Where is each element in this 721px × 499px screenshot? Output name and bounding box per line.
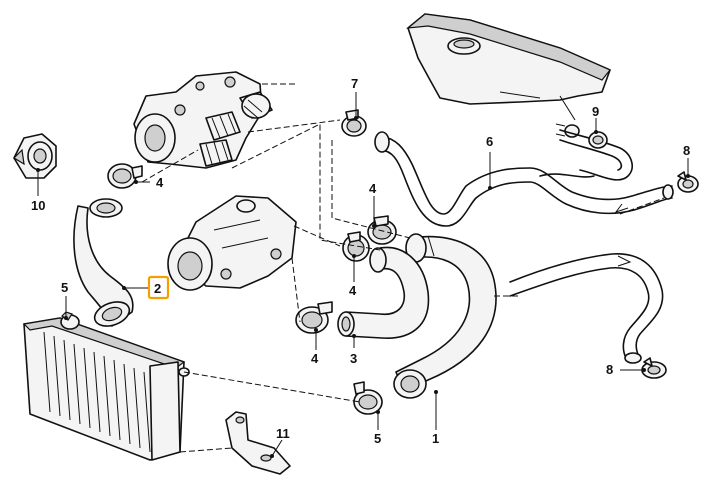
- callout-labels: 10 4 2 5 7 4 4 4 3 1 5 6 9 8 8 11: [31, 76, 690, 446]
- callout-6: 6: [486, 134, 493, 149]
- thermostat-housing: [133, 71, 273, 169]
- callout-3: 3: [350, 351, 357, 366]
- callout-2: 2: [154, 281, 161, 296]
- return-hose-8: [509, 253, 664, 364]
- hose-clamp-9: [588, 131, 608, 149]
- radiator-hose-2: [73, 198, 134, 327]
- assembly-lines: [141, 83, 518, 453]
- callout-10: 10: [31, 198, 45, 213]
- callout-2-highlight: [147, 275, 170, 300]
- hose-clamp-4-mid-right: [367, 215, 397, 245]
- expansion-tank: [406, 13, 611, 138]
- mounting-bracket-11: [225, 411, 291, 475]
- callout-11: 11: [276, 426, 290, 441]
- hose-clamp-4-mid: [342, 231, 370, 262]
- hose-clamp-bracket-10: [13, 133, 57, 179]
- callout-7: 7: [351, 76, 358, 91]
- lower-hose-1: [393, 233, 497, 399]
- callout-8-right: 8: [683, 143, 690, 158]
- water-pump-hose-3: [337, 246, 430, 339]
- callout-5-left: 5: [61, 280, 68, 295]
- callout-4-upper: 4: [156, 175, 164, 190]
- leader-lines: [36, 92, 690, 458]
- hose-clamp-4-lower: [295, 301, 333, 334]
- hose-clamp-8-right: [677, 171, 699, 193]
- hose-clamp-5-left: [60, 311, 80, 330]
- bleed-hose-6: [374, 129, 674, 227]
- radiator: [22, 317, 190, 461]
- callout-4-lower: 4: [311, 351, 319, 366]
- hose-clamp-4-upper: [107, 163, 143, 189]
- callout-1: 1: [432, 431, 439, 446]
- hose-clamp-8-bottom: [641, 357, 667, 379]
- callout-9: 9: [592, 104, 599, 119]
- hose-clamp-5-bottom: [353, 381, 383, 415]
- callout-5-bottom: 5: [374, 431, 381, 446]
- callout-8-bottom: 8: [606, 362, 613, 377]
- hose-clamp-7: [341, 109, 367, 137]
- callout-4-mid: 4: [349, 283, 357, 298]
- callout-4-mid-right: 4: [369, 181, 377, 196]
- water-pump: [167, 195, 297, 291]
